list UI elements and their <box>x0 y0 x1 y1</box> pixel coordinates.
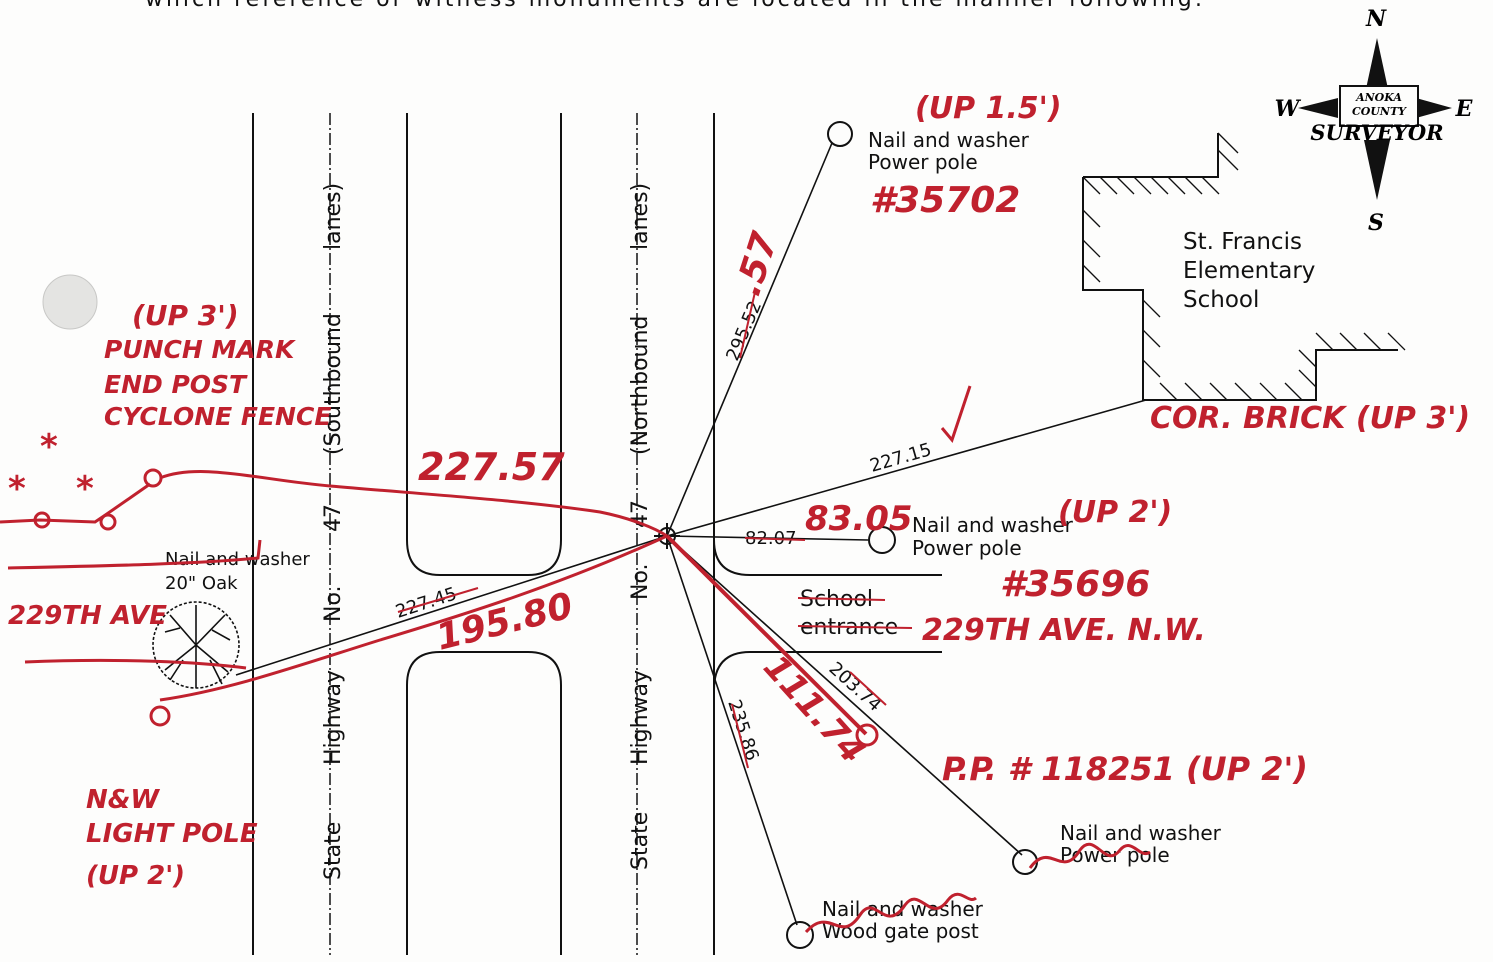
red-pen-lines <box>0 470 1151 934</box>
northbound-word-1: State <box>628 812 653 870</box>
distance-north-pole: 295.52 <box>722 298 766 364</box>
southbound-word-6: lanes) <box>321 183 346 250</box>
tie-line-north-pole <box>666 142 833 537</box>
red-fence-post-marker-2 <box>33 511 51 529</box>
compass-badge-line-3: SURVEYOR <box>1310 120 1443 145</box>
school-name-line-3: School <box>1183 287 1259 313</box>
compass-east-label: E <box>1455 96 1474 122</box>
tie-line-oak <box>235 535 668 676</box>
note-pole-35702: #35702 <box>870 180 1020 221</box>
northbound-word-2: Highway <box>628 670 653 765</box>
note-dist-83-05: 83.05 <box>805 499 913 539</box>
power-pole-north-marker <box>827 121 853 147</box>
note-punch-mark: PUNCH MARK <box>104 335 296 364</box>
power-pole-north-line-1: Nail and washer <box>868 128 1030 152</box>
note-dist-227-57: 227.57 <box>418 445 565 489</box>
tie-line-school-corner <box>666 399 1147 537</box>
gate-post-line-2: Wood gate post <box>822 919 979 943</box>
school-building <box>1082 132 1406 401</box>
school-name-line-2: Elementary <box>1183 258 1315 284</box>
oak-line-2: 20" Oak <box>165 573 238 594</box>
note-up-3-west: (UP 3') <box>132 299 239 332</box>
note-dist-57: .57 <box>728 227 787 300</box>
northbound-word-5: (Northbound <box>628 316 653 455</box>
road-lines <box>252 113 942 955</box>
oak-tree-icon <box>152 601 240 689</box>
note-up-1-5: (UP 1.5') <box>915 91 1062 126</box>
compass-badge <box>1339 85 1419 127</box>
note-dist-111-74: 111.74 <box>755 647 873 771</box>
compass-east-arrow <box>1416 98 1452 118</box>
road-centerlines <box>329 113 638 955</box>
southbound-word-5: (Southbound <box>321 313 346 455</box>
tie-line-southeast-pole <box>666 535 1023 856</box>
southbound-word-1: State <box>321 822 346 880</box>
school-name-line-1: St. Francis <box>1183 229 1302 255</box>
compass-rose: ANOKA COUNTY SURVEYOR N S W E <box>1275 6 1474 236</box>
note-new-line-2: LIGHT POLE <box>86 819 258 849</box>
school-strike-2 <box>797 625 913 629</box>
distance-gate-post: 235.86 <box>723 697 762 763</box>
gate-post-marker <box>786 921 814 949</box>
note-star-3: * <box>76 469 94 509</box>
note-new-line-1: N&W <box>86 785 160 815</box>
compass-south-arrow <box>1364 140 1390 200</box>
compass-badge-line-2: COUNTY <box>1352 105 1407 118</box>
tie-lines <box>235 142 1147 926</box>
southbound-word-2: Highway <box>321 670 346 765</box>
power-pole-east-marker <box>868 526 896 554</box>
southbound-word-3: No. <box>321 585 346 622</box>
red-fence-post-marker <box>99 513 117 531</box>
northbound-label: State Highway No. 47 (Northbound lanes) <box>628 183 653 870</box>
punch-hole <box>42 274 98 330</box>
compass-south-label: S <box>1368 210 1384 236</box>
compass-badge-line-1: ANOKA <box>1355 91 1402 104</box>
strike-82-07 <box>744 537 806 541</box>
compass-west-arrow <box>1298 98 1338 118</box>
note-pp-118251: P.P. # 118251 (UP 2') <box>942 750 1308 788</box>
note-pole-35696: #35696 <box>1000 564 1150 605</box>
northbound-word-6: lanes) <box>628 183 653 250</box>
distance-school-corner: 227.15 <box>868 439 934 477</box>
note-new-line-3: (UP 2') <box>86 861 185 891</box>
red-light-pole-marker <box>149 705 171 727</box>
power-pole-north-line-2: Power pole <box>868 150 978 174</box>
note-star-2: * <box>8 469 26 509</box>
strike-295-52 <box>739 291 756 359</box>
strike-227-45 <box>397 587 479 613</box>
tie-line-gate-post <box>666 535 798 926</box>
strike-235-86 <box>731 703 749 769</box>
header-text: which reference or witness monuments are… <box>145 0 1205 12</box>
note-ave-229-east: 229TH AVE. N.W. <box>922 613 1206 648</box>
note-end-post: END POST <box>104 370 248 399</box>
southbound-word-4: 47 <box>321 504 346 532</box>
note-cyclone-fence: CYCLONE FENCE <box>104 402 331 431</box>
compass-north-arrow <box>1364 38 1390 98</box>
note-star-1: * <box>40 427 58 467</box>
power-pole-east-line-1: Nail and washer <box>912 513 1074 537</box>
power-pole-east-line-2: Power pole <box>912 536 1022 560</box>
power-pole-southeast-line-1: Nail and washer <box>1060 821 1222 845</box>
school-strike-1 <box>797 597 886 601</box>
red-pole-118251-marker <box>855 723 879 747</box>
northbound-word-3: No. <box>628 563 653 600</box>
note-up-2-east: (UP 2') <box>1058 495 1172 530</box>
strike-203-74 <box>849 671 887 706</box>
red-end-post-marker <box>143 468 163 488</box>
compass-north-label: N <box>1365 6 1387 32</box>
southbound-label: State Highway No. 47 (Southbound lanes) <box>321 183 346 880</box>
note-ave-229-west: 229TH AVE <box>8 601 167 631</box>
check-mark-icon <box>940 385 972 444</box>
note-cor-brick: COR. BRICK (UP 3') <box>1150 401 1470 436</box>
compass-west-label: W <box>1275 96 1302 122</box>
